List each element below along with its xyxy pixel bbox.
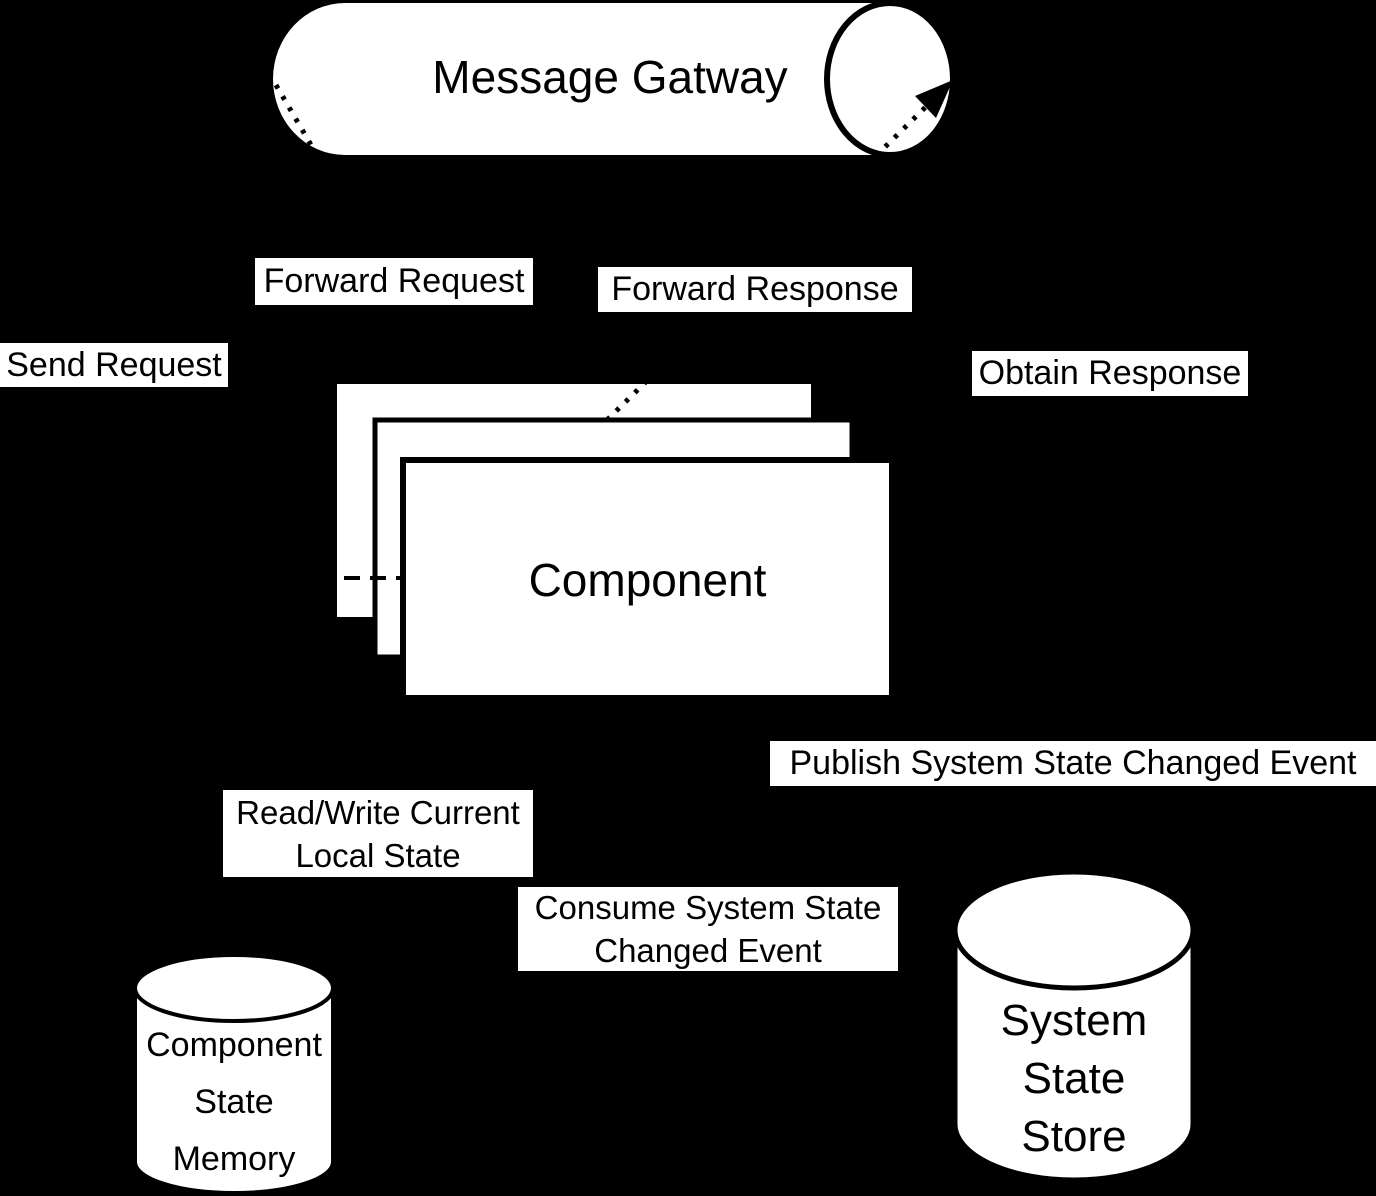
component-state-memory-label-line2: State (194, 1083, 274, 1121)
system-state-store-label-line3: Store (1021, 1112, 1127, 1161)
obtain-response-label: Obtain Response (972, 351, 1248, 396)
message-gateway-label: Message Gatway (432, 51, 788, 103)
component-state-memory-label-line3: Memory (172, 1140, 296, 1178)
consume-system-state-changed-event-label: Consume System State Changed Event (518, 887, 898, 971)
send-request-label: Send Request (0, 343, 228, 387)
read-write-line1: Read/Write Current (236, 793, 520, 831)
consume-line2: Changed Event (594, 932, 822, 969)
forward-response-arrowhead (915, 80, 953, 118)
message-gateway-end-ellipse (824, 0, 956, 158)
component-state-memory-label-line1: Component (146, 1026, 322, 1064)
read-write-current-local-state-label: Read/Write Current Local State (223, 790, 533, 877)
system-state-store-label-line1: System (1000, 996, 1148, 1045)
component-state-memory-top (133, 953, 335, 1023)
forward-response-line (605, 87, 946, 422)
message-gateway-body (273, 3, 890, 155)
system-state-store-label-line2: State (1022, 1054, 1126, 1103)
forward-response-label: Forward Response (598, 267, 912, 312)
consume-line1: Consume System State (534, 889, 882, 926)
component-state-memory-body (133, 986, 335, 1195)
publish-system-state-changed-event-label: Publish System State Changed Event (770, 741, 1376, 786)
forward-request-label: Forward Request (255, 258, 533, 305)
component-label: Component (528, 554, 767, 606)
forward-request-line (273, 83, 453, 385)
read-write-line2: Local State (295, 836, 461, 874)
system-state-store-top (952, 869, 1196, 991)
system-state-store-body (952, 927, 1196, 1183)
